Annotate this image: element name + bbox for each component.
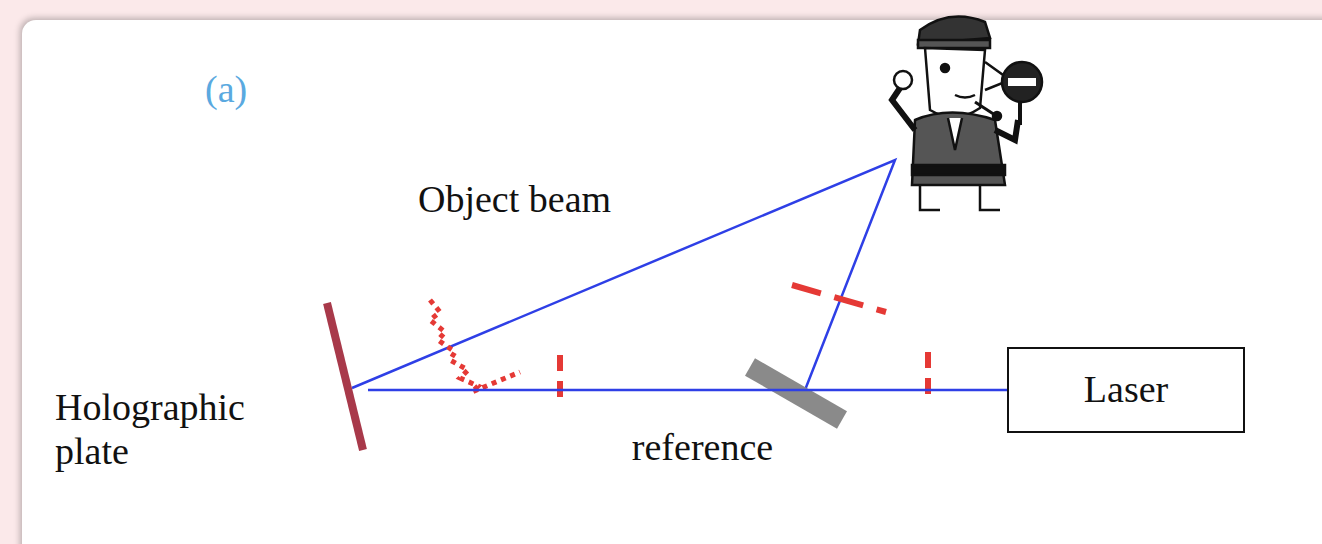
box-label: Laser: [1084, 368, 1168, 412]
beam-splitter: [750, 367, 842, 420]
holographic-plate: Holographic plate: [50, 298, 368, 508]
wavefront-mark: [925, 352, 931, 402]
wavefront-mark: [792, 285, 886, 312]
plate-glass: [327, 303, 363, 450]
scattered-wave: [430, 300, 520, 392]
plate-label: Holographic plate: [55, 386, 305, 473]
panel-letter: (a): [205, 68, 247, 112]
reference-beam: [368, 389, 1007, 392]
beam-name: reference: [632, 426, 773, 470]
laser-box: Laser: [1007, 347, 1245, 433]
wavefront-mark: [557, 355, 563, 402]
beam-name: Object beam: [418, 178, 611, 222]
policeman-object: [892, 17, 1042, 210]
object-beam-line: [352, 160, 895, 390]
